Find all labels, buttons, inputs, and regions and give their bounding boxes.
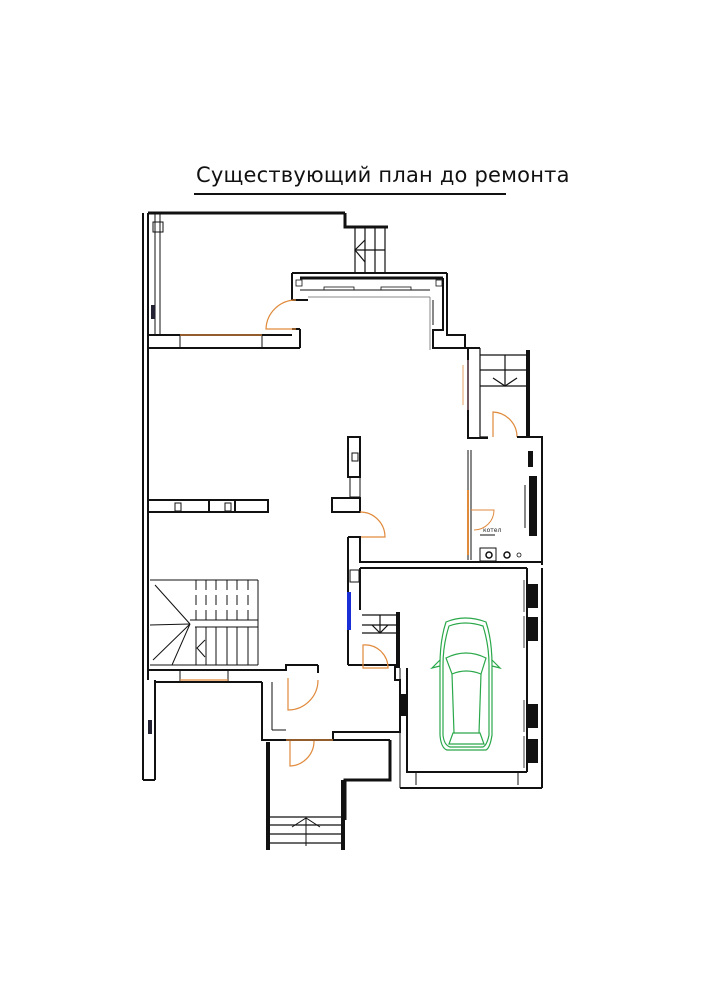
title-underline (194, 193, 506, 195)
boiler-room (467, 436, 543, 565)
garage-side-stair (362, 612, 400, 668)
car-top-view (430, 617, 502, 751)
boiler-label: котел (483, 527, 502, 534)
terrace (148, 211, 388, 349)
kitchen-partition (147, 436, 361, 513)
west-exterior-wall (142, 213, 156, 781)
kitchen-door[interactable] (359, 511, 386, 538)
garage (399, 568, 543, 789)
boiler-room-door[interactable] (471, 509, 495, 531)
terrace-stair-top (354, 227, 386, 273)
living-north-wall (291, 272, 447, 350)
stair-hall-walls (148, 664, 319, 741)
vestibule-door[interactable] (289, 740, 315, 767)
back-door[interactable] (492, 411, 518, 438)
front-entrance-stair (266, 742, 345, 850)
plan-title: Существующий план до ремонта (196, 163, 570, 187)
central-walls (347, 536, 542, 665)
garage-passage-door[interactable] (362, 644, 389, 669)
back-entrance-stair (479, 348, 530, 438)
interior-winder-stair (149, 579, 259, 666)
hall-door[interactable] (287, 678, 319, 711)
east-wall (432, 273, 488, 439)
vestibule (272, 664, 401, 820)
terrace-door[interactable] (265, 299, 297, 330)
